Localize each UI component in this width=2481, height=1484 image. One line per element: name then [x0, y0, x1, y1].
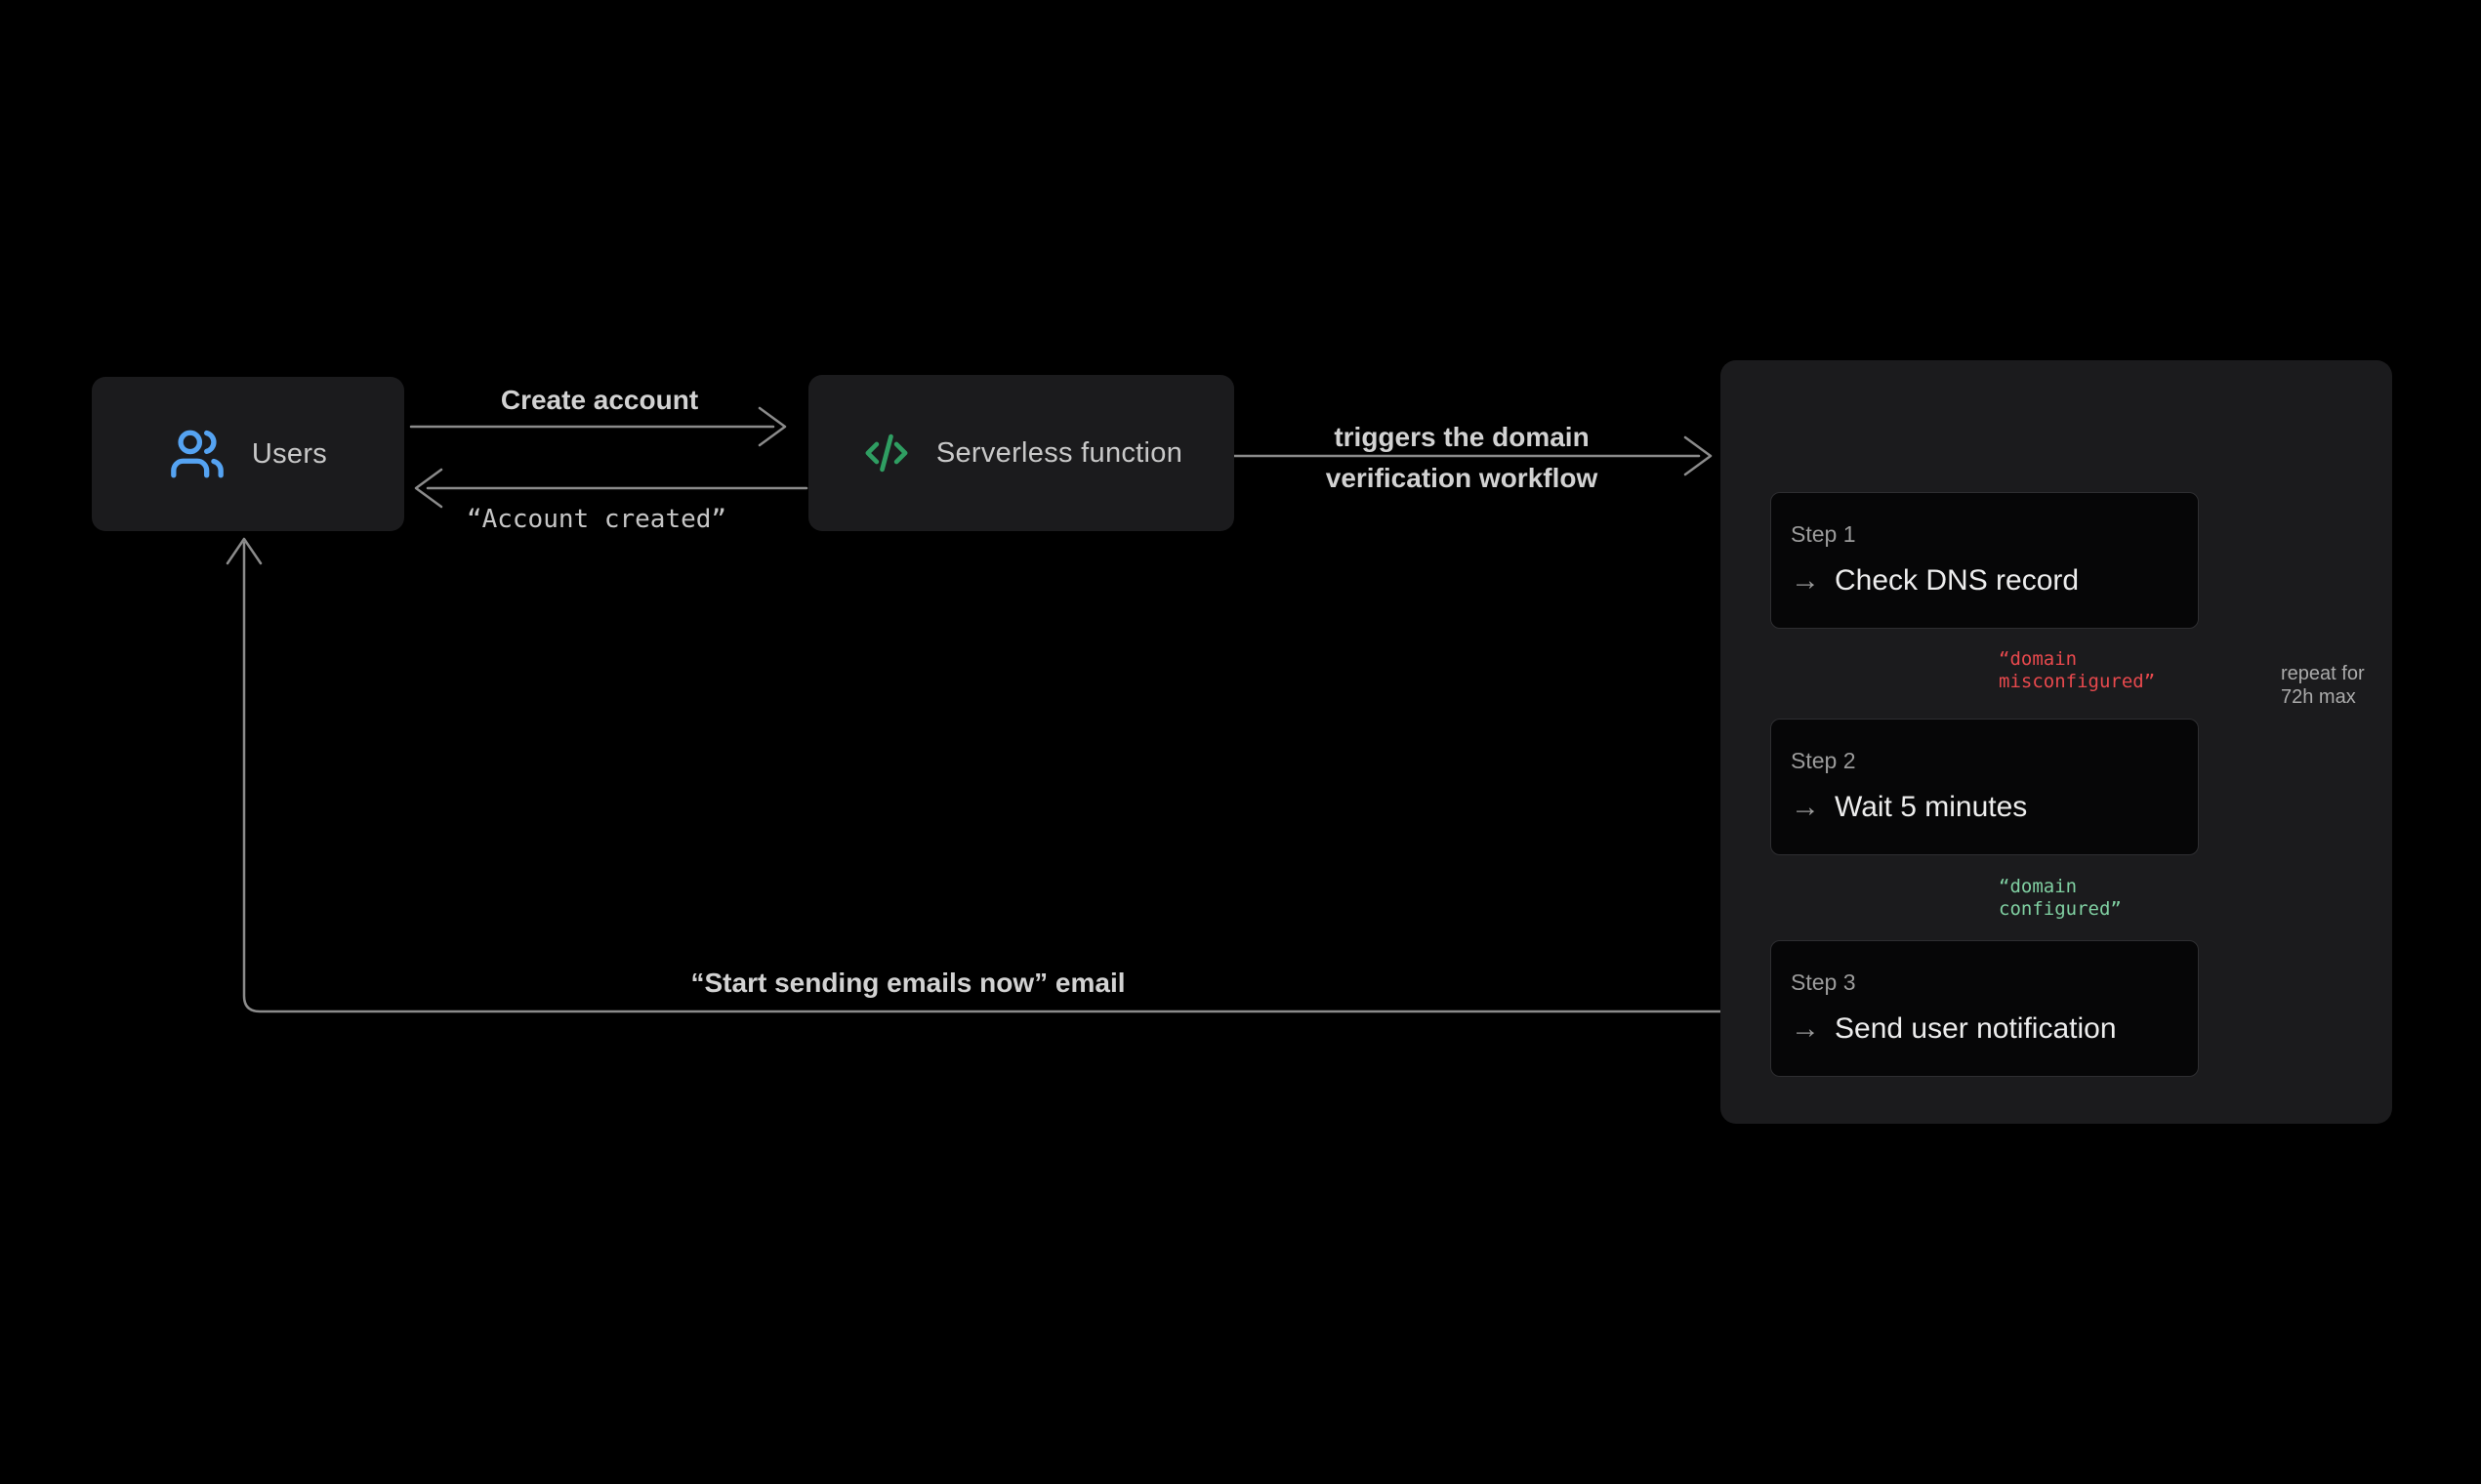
step-3-box: Step 3 → Send user notification — [1770, 940, 2199, 1077]
triggers-label-line2: verification workflow — [1325, 463, 1598, 493]
step-1-box: Step 1 → Check DNS record — [1770, 492, 2199, 629]
arrow-right-icon: → — [1791, 1012, 1820, 1045]
start-sending-emails-edge-label: “Start sending emails now” email — [690, 968, 1126, 998]
users-icon — [171, 430, 224, 478]
account-created-arrow — [414, 468, 808, 509]
code-icon — [865, 433, 908, 473]
serverless-node-label: Serverless function — [935, 436, 1183, 469]
step-3-action: Send user notification — [1835, 1012, 2117, 1045]
step-2-action: Wait 5 minutes — [1835, 791, 2028, 823]
account-created-edge-label: “Account created” — [466, 505, 727, 534]
misconfigured-label-line2: misconfigured” — [1999, 671, 2156, 692]
domain-configured-edge-label: “domain configured” — [1999, 876, 2122, 921]
step-2-box: Step 2 → Wait 5 minutes — [1770, 719, 2199, 855]
durable-function-container: Durable Function Step 1 → Check DNS reco… — [1720, 360, 2392, 1124]
domain-misconfigured-edge-label: “domain misconfigured” — [1999, 648, 2155, 693]
triggers-workflow-edge-label: triggers the domain verification workflo… — [1326, 417, 1598, 499]
step-2-name: Step 2 — [1791, 748, 1856, 773]
repeat-72h-label: repeat for 72h max — [2281, 662, 2365, 709]
repeat-label-line1: repeat for — [2281, 663, 2365, 684]
triggers-label-line1: triggers the domain — [1334, 422, 1590, 452]
step-1-name: Step 1 — [1791, 521, 1856, 547]
arrow-right-icon: → — [1791, 791, 1820, 823]
misconfigured-label-line1: “domain — [1999, 648, 2078, 670]
serverless-function-node: Serverless function — [808, 375, 1234, 531]
users-node-label: Users — [251, 437, 328, 470]
users-node: Users — [92, 377, 404, 531]
create-account-edge-label: Create account — [500, 385, 699, 415]
email-to-users-arrow — [226, 537, 1770, 1013]
arrow-right-icon: → — [1791, 564, 1820, 597]
configured-label-line1: “domain — [1999, 876, 2078, 897]
configured-label-line2: configured” — [1999, 898, 2122, 920]
step-1-action: Check DNS record — [1835, 564, 2080, 597]
repeat-label-line2: 72h max — [2281, 686, 2356, 708]
step-3-name: Step 3 — [1791, 969, 1856, 995]
